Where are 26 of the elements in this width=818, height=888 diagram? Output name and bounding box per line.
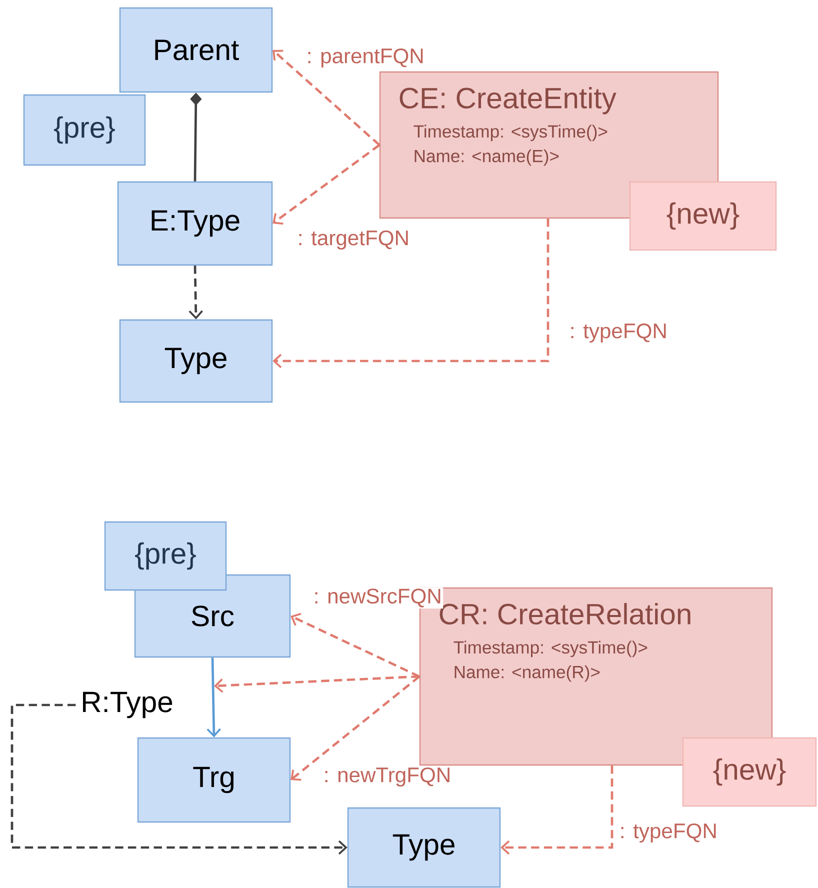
type-label: R:Type — [83, 692, 172, 718]
edge-label: : newSrcFQN — [312, 587, 444, 609]
arrow — [188, 266, 203, 320]
edge-label: : typeFQN — [618, 822, 719, 844]
arrow — [10, 704, 348, 855]
arrow — [214, 675, 420, 693]
class-box: Trg — [137, 737, 291, 823]
class-box: Type — [119, 319, 273, 403]
class-box: Type — [347, 807, 501, 888]
class-box: Parent — [119, 7, 273, 93]
class-box: E:Type — [117, 181, 273, 266]
edge-label: : newTrgFQN — [322, 766, 452, 788]
arrow — [206, 658, 221, 738]
edge-label: : targetFQN — [296, 229, 411, 251]
arrow — [272, 144, 380, 225]
constraint-box: {pre} — [104, 521, 227, 591]
constraint-box: {pre} — [23, 94, 146, 166]
arrow — [272, 218, 550, 368]
arrow — [500, 766, 614, 855]
arrow — [290, 676, 420, 781]
constraint-box: {new} — [629, 181, 777, 251]
constraint-box: {new} — [682, 737, 817, 807]
edge-label: : typeFQN — [568, 322, 669, 344]
arrow — [290, 612, 420, 678]
arrow — [272, 50, 380, 146]
edge-label: : parentFQN — [305, 47, 426, 69]
